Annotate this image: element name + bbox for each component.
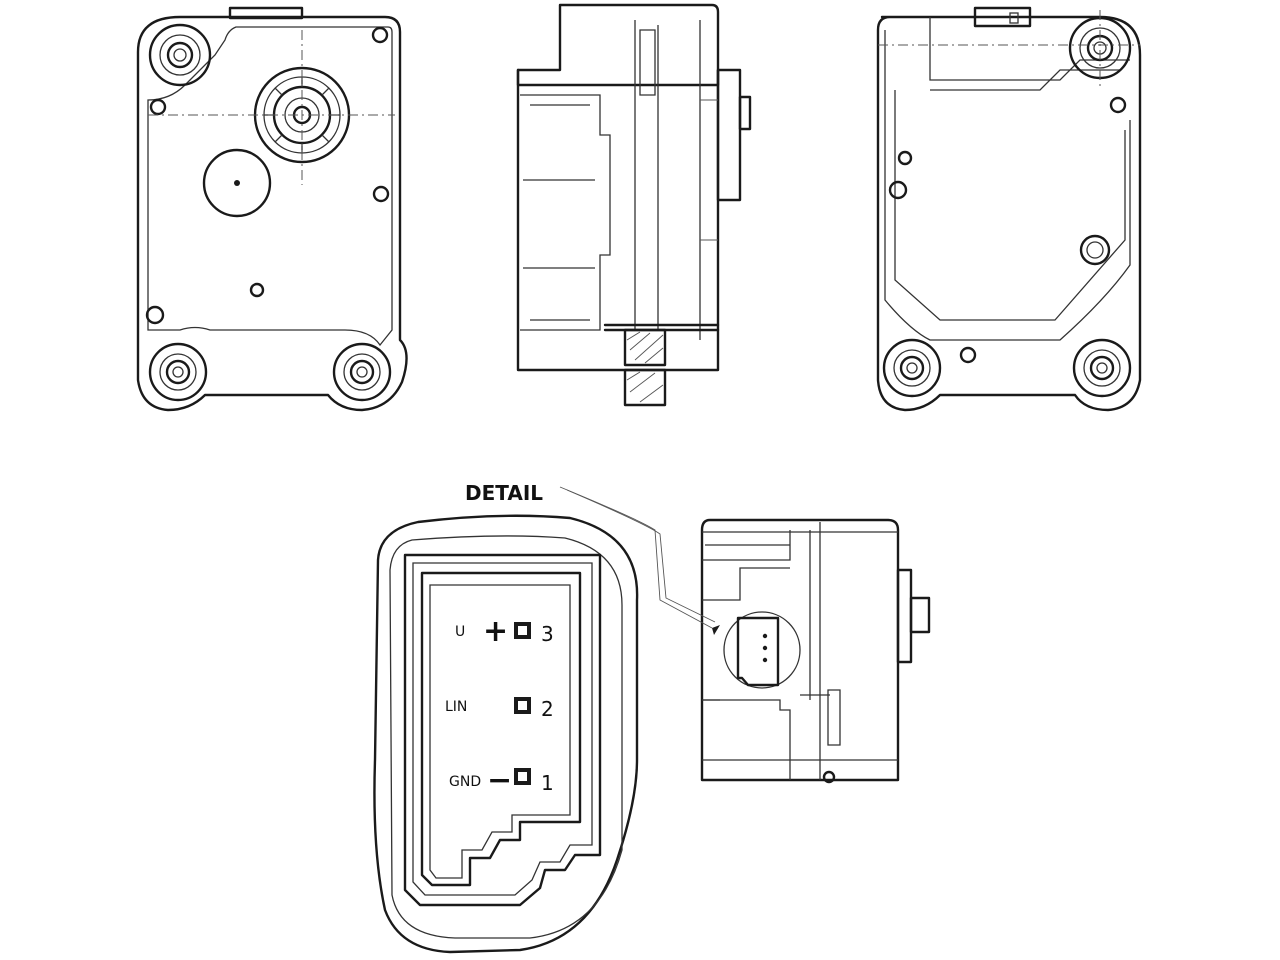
pin-1-number: 1 [541, 771, 554, 795]
rear-view [876, 6, 1142, 412]
pin-1-symbol: − [487, 763, 512, 798]
detail-reference-view [700, 518, 931, 784]
detail-label: DETAIL [465, 481, 543, 505]
side-view [516, 3, 752, 407]
detail-callout: DETAIL [465, 481, 720, 635]
pin-2-name: LIN [445, 699, 467, 715]
pin-3-name: U [455, 624, 465, 640]
pin-1-name: GND [449, 774, 481, 790]
pin-2-number: 2 [541, 697, 554, 721]
pin-3-symbol: + [483, 614, 508, 649]
front-view [136, 6, 408, 412]
connector-detail-view: U + 3 LIN 2 GND − 1 [373, 514, 639, 954]
pin-3-number: 3 [541, 622, 554, 646]
